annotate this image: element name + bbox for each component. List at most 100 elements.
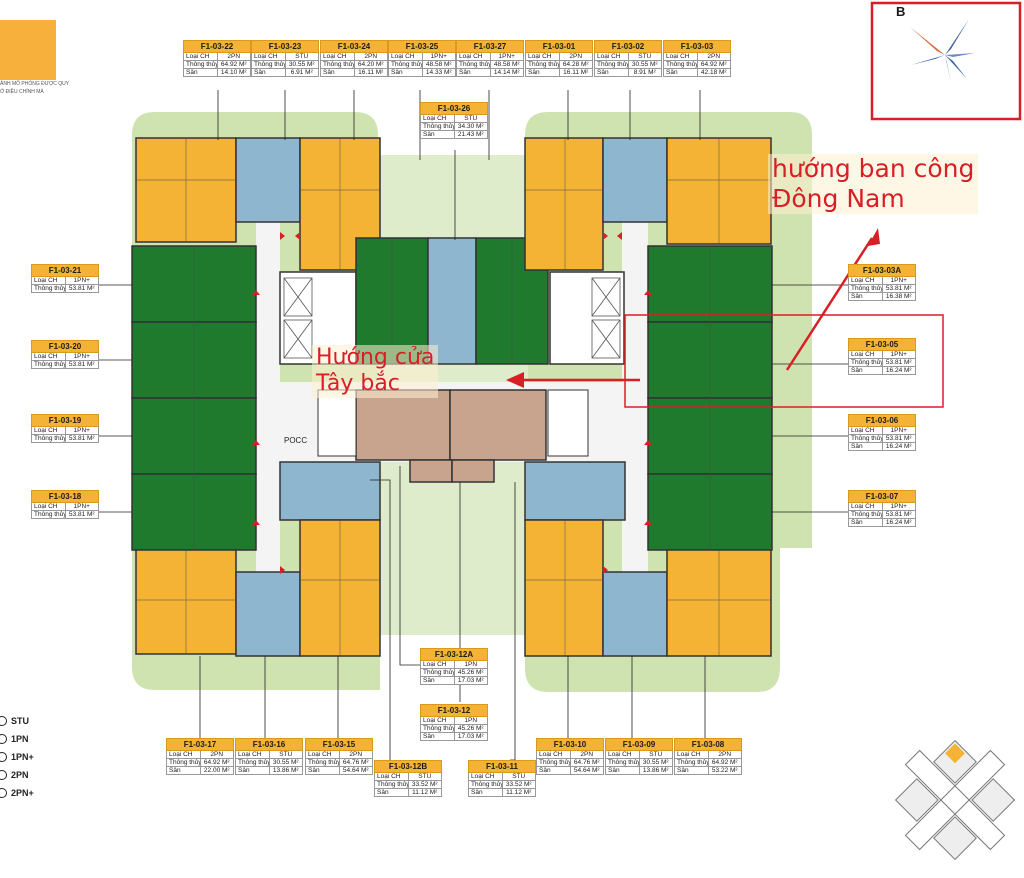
unit-row-value: 1PN+ <box>421 53 456 60</box>
unit-code: F1-03-16 <box>235 738 303 751</box>
unit-row-value: 30.55 M² <box>268 759 303 766</box>
unit-code: F1-03-12B <box>374 760 442 773</box>
unit-row-value: 1PN <box>453 661 488 668</box>
unit-row-label: Loại CH <box>597 53 621 60</box>
unit-row-label: Sân <box>323 69 335 76</box>
unit-stu <box>409 459 453 483</box>
unit-row-value: 33.52 M² <box>501 781 536 788</box>
unit-row-value: 54.64 M² <box>569 767 604 774</box>
unit-row-label: Sân <box>391 69 403 76</box>
unit-row-value: 11.12 M² <box>501 789 536 796</box>
unit-row-type: Loại CH STU <box>374 773 442 781</box>
unit-code: F1-03-03A <box>848 264 916 277</box>
unit-row-value: STU <box>627 53 662 60</box>
unit-row-label: Loại CH <box>377 773 401 780</box>
unit-code: F1-03-15 <box>305 738 373 751</box>
unit-row-value: 13.86 M² <box>268 767 303 774</box>
unit-row-value: 48.58 M² <box>489 61 524 68</box>
unit-row-value: 54.64 M² <box>338 767 373 774</box>
unit-row-label: Loại CH <box>608 751 632 758</box>
unit-row-label: Loại CH <box>851 427 875 434</box>
unit-row-value: STU <box>638 751 673 758</box>
compass-letter: B <box>896 4 906 19</box>
unit-row-value: 1PN+ <box>64 277 99 284</box>
compass-frame <box>870 1 1022 121</box>
unit-row-label: Thông thủy <box>539 759 570 766</box>
unit-row-value: 64.92 M² <box>696 61 731 68</box>
unit-row-value: 2PN <box>353 53 388 60</box>
unit-row-value: 1PN+ <box>64 353 99 360</box>
unit-row-label: Sân <box>459 69 471 76</box>
legend-item: 1PN <box>0 730 34 748</box>
unit-row-label: Thông thủy <box>186 61 217 68</box>
unit-row-value: 1PN+ <box>881 503 916 510</box>
unit-row-value: 1PN+ <box>489 53 524 60</box>
unit-row-value: 14.33 M² <box>421 69 456 76</box>
unit-code: F1-03-02 <box>594 40 662 53</box>
unit-row-type: Loại CH 2PN <box>663 53 731 61</box>
unit-row-value: 16.24 M² <box>881 443 916 450</box>
unit-row-value: 17.03 M² <box>453 677 488 684</box>
unit-row-label: Loại CH <box>666 53 690 60</box>
unit-row-value: 53.81 M² <box>881 511 916 518</box>
corridor-left <box>256 222 280 572</box>
unit-row-label: Loại CH <box>186 53 210 60</box>
unit-row-label: Loại CH <box>34 503 58 510</box>
unit-code: F1-03-18 <box>31 490 99 503</box>
unit-row-value: 16.24 M² <box>881 519 916 526</box>
unit-row-label: Thông thủy <box>34 361 65 368</box>
brand-block <box>0 20 56 80</box>
unit-1pn <box>449 389 547 461</box>
unit-code: F1-03-21 <box>31 264 99 277</box>
unit-row-label: Sân <box>528 69 540 76</box>
unit-stu <box>235 571 301 657</box>
unit-row-label: Loại CH <box>34 277 58 284</box>
arrow-door <box>506 372 524 388</box>
unit-row-value: STU <box>407 773 442 780</box>
unit-stu <box>602 137 668 223</box>
unit-row-label: Thông thủy <box>528 61 559 68</box>
unit-row-value: 30.55 M² <box>284 61 319 68</box>
unit-row-value: 64.28 M² <box>558 61 593 68</box>
unit-row-label: Loại CH <box>169 751 193 758</box>
unit-row-value: 2PN <box>696 53 731 60</box>
legend-marker-icon <box>0 788 7 798</box>
